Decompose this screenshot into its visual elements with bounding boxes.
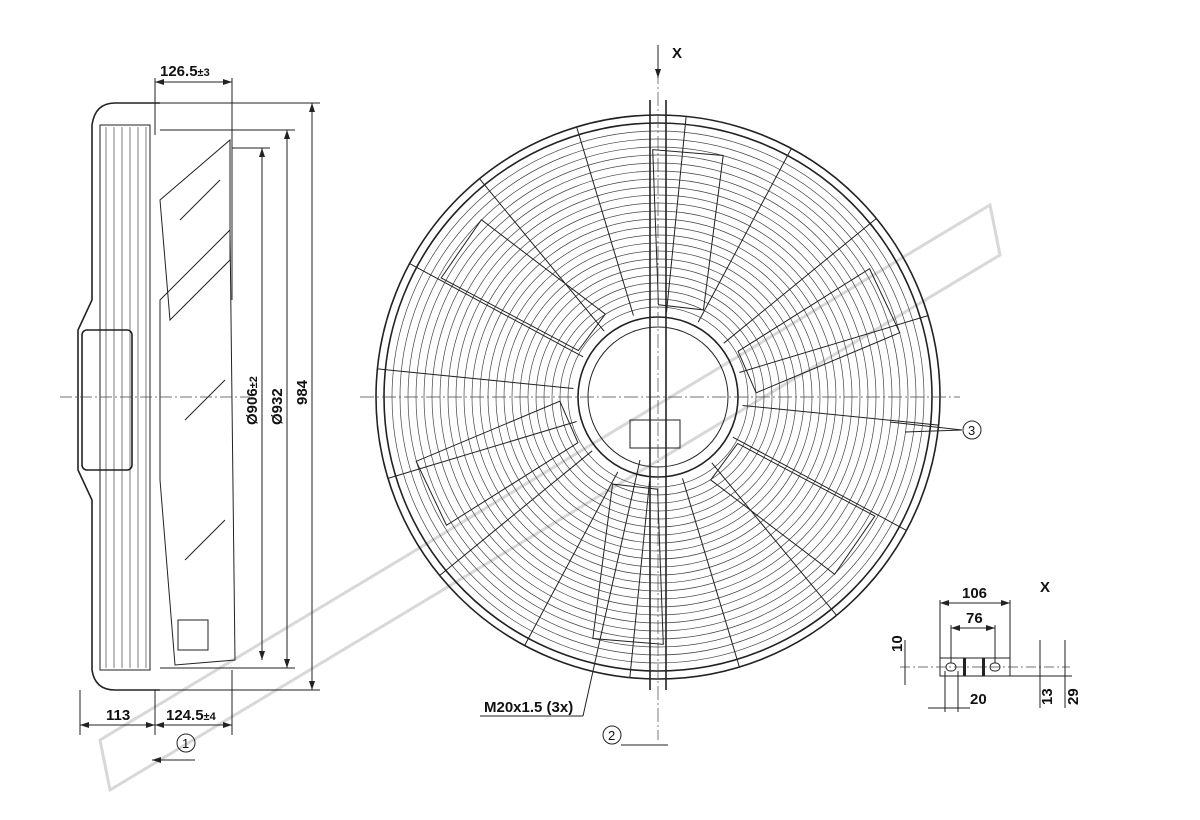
guard-spoke [711,462,837,616]
fan-blade [652,149,724,311]
detail-title: X [1040,579,1050,596]
guard-spoke [682,478,740,668]
dim-106: 106 [962,585,987,602]
blade-outline [737,268,901,394]
guard-spoke [479,178,605,332]
fan-blade [415,400,579,526]
side-view: 126.5±3 984 Ø932 Ø906±2 113 124.5±4 1 [60,63,320,763]
dim-diameter-inner: Ø906±2 [244,376,261,425]
guard-spoke [439,450,593,576]
dim-height-total: 984 [294,379,311,405]
guard-spoke [697,148,792,323]
rotation-marker: 2 [608,728,615,743]
dim-width-motor: 113 [106,707,130,724]
blade-outline [592,483,664,645]
dim-depth-top: 126.5±3 [160,63,210,80]
motor-housing [81,329,133,471]
airflow-marker: 1 [182,736,189,751]
dim-76: 76 [966,610,983,627]
guard-spoke [723,218,877,344]
cable-marker: 3 [968,423,975,438]
detail-x: X 106 76 10 20 13 29 [889,579,1082,712]
watermark [98,202,1002,793]
dim-13: 13 [1039,688,1056,705]
dim-29: 29 [1065,688,1082,705]
fan-blade [440,219,606,352]
blade-outline [710,442,876,575]
guard-spoke [665,116,687,313]
dim-10: 10 [889,635,906,652]
dim-width-bottom: 124.5±4 [166,707,217,724]
guard-spoke [629,481,651,678]
guard-spoke [742,404,939,426]
view-marker-x: X [672,45,682,62]
dim-diameter-outer: Ø932 [269,388,286,425]
guard-spoke [732,436,907,531]
guard-spoke [524,471,619,646]
guard-spoke [377,368,574,390]
thread-label: M20x1.5 (3x) [484,699,573,716]
blade-outline [652,149,724,311]
fan-blade [710,442,876,575]
front-view: X 3 M20x1.5 (3x) 2 [360,45,982,746]
guard-spoke [409,263,584,358]
blade-outline [415,400,579,526]
guard-spoke [576,126,634,316]
fan-blade [737,268,901,394]
blade-outline [440,219,606,352]
dim-20: 20 [970,691,987,708]
fan-blade [592,483,664,645]
